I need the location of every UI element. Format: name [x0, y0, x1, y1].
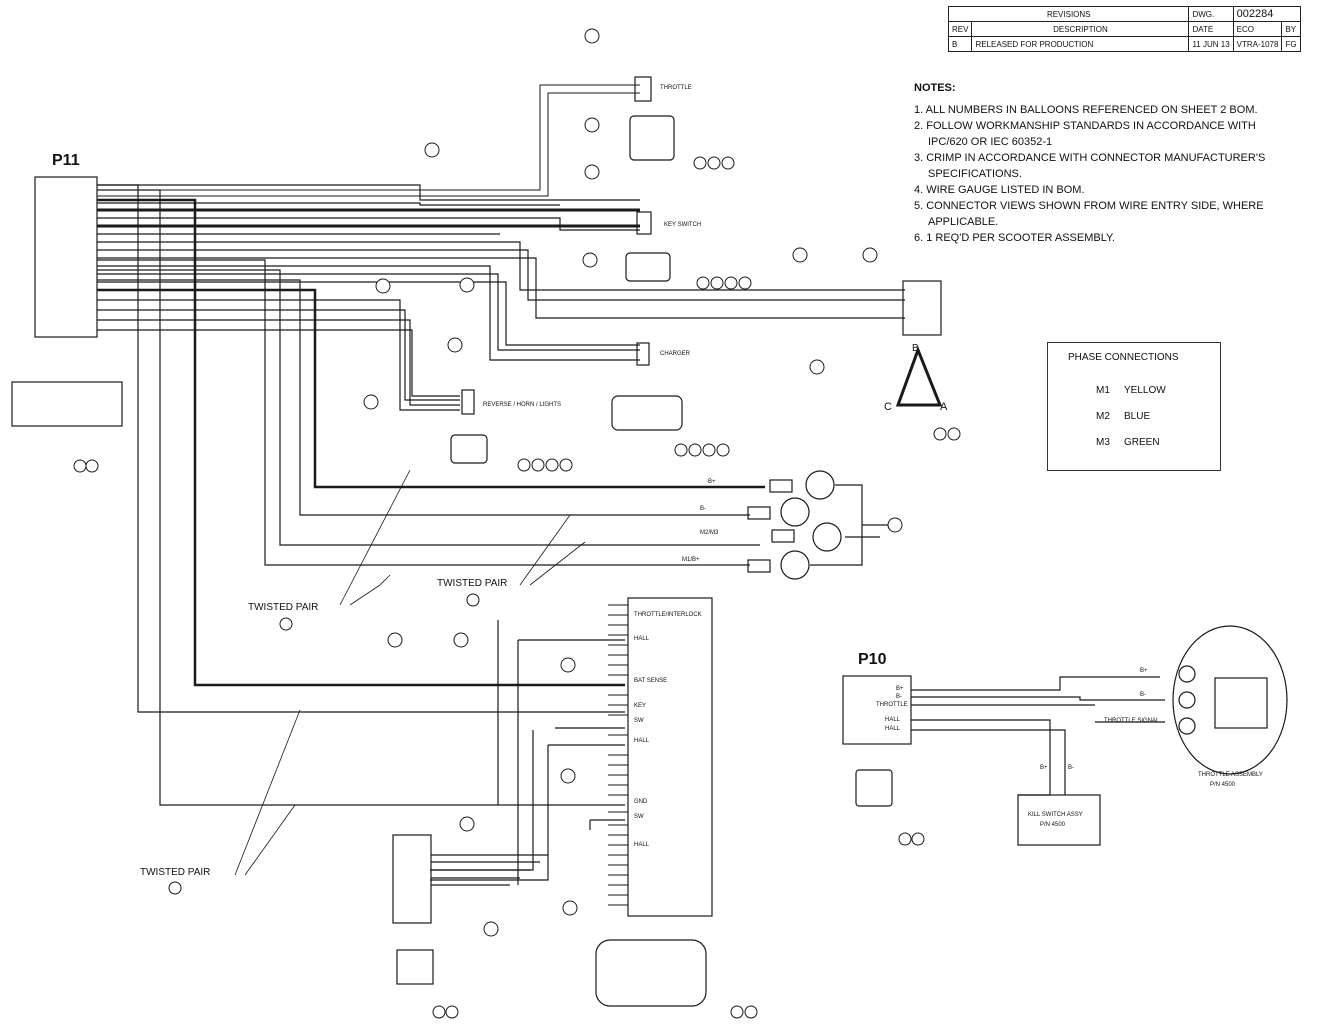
note-6: 6. 1 REQ'D PER SCOOTER ASSEMBLY.	[914, 232, 1115, 244]
motor-b: A	[940, 401, 948, 413]
twisted-pair-label-1: TWISTED PAIR	[248, 602, 319, 613]
note-2: 2. FOLLOW WORKMANSHIP STANDARDS IN ACCOR…	[914, 120, 1256, 132]
switch-sub: P/N 4500	[1040, 822, 1066, 828]
p10-title: P10	[858, 651, 887, 668]
phase-title: PHASE CONNECTIONS	[1068, 352, 1179, 363]
p10-pin-3: THROTTLE	[876, 702, 908, 708]
note-2b: IPC/620 OR IEC 60352-1	[928, 136, 1053, 148]
meter-label: THROTTLE ASSEMBLY	[1198, 772, 1263, 778]
twisted-pair-label-2: TWISTED PAIR	[437, 578, 508, 589]
ring-label-4: M1/B+	[682, 557, 700, 563]
motor-a: B	[912, 343, 919, 354]
notes-header: NOTES:	[914, 82, 956, 94]
ring-label-2: B-	[700, 506, 706, 512]
controller-connector	[627, 597, 713, 917]
ctl-pin-5: SW	[634, 718, 644, 724]
p10-lead-4: B+	[1040, 765, 1048, 771]
meter-sub: P/N 4500	[1210, 782, 1236, 788]
note-4: 4. WIRE GAUGE LISTED IN BOM.	[914, 184, 1085, 196]
key-switch-label: KEY SWITCH	[664, 222, 702, 228]
ctl-pin-9: HALL	[634, 842, 650, 848]
table-row: B RELEASED FOR PRODUCTION 11 JUN 13 VTRA…	[947, 36, 1301, 52]
note-3: 3. CRIMP IN ACCORDANCE WITH CONNECTOR MA…	[914, 152, 1266, 164]
note-3b: SPECIFICATIONS.	[928, 168, 1022, 180]
rev-header: REVISIONS	[947, 6, 1190, 22]
reverse-label: REVERSE / HORN / LIGHTS	[483, 402, 562, 408]
p11-title: P11	[52, 152, 80, 169]
note-5b: APPLICABLE.	[928, 216, 999, 228]
p10-lead-5: B-	[1068, 765, 1074, 771]
p11-face-view	[11, 381, 123, 427]
col-eco: ECO	[1232, 21, 1283, 37]
ring-label-1: B+	[708, 479, 716, 485]
ctl-pin-6: HALL	[634, 738, 650, 744]
note-5: 5. CONNECTOR VIEWS SHOWN FROM WIRE ENTRY…	[914, 200, 1264, 212]
ring-label-3: M2/M3	[700, 530, 719, 536]
p10-pin-2: B-	[896, 694, 902, 700]
p11-connector	[34, 176, 98, 338]
ctl-pin-2: HALL	[634, 636, 650, 642]
charger-label: CHARGER	[660, 351, 691, 357]
ctl-pin-7: GND	[634, 799, 648, 805]
dwg-no: 002284	[1232, 6, 1301, 22]
ctl-pin-8: SW	[634, 814, 644, 820]
motor-c: C	[884, 401, 892, 413]
switch-label: KILL SWITCH ASSY	[1028, 812, 1083, 818]
throttle-label: THROTTLE	[660, 85, 692, 91]
ctl-pin-4: KEY	[634, 703, 647, 709]
notes-block: NOTES: 1. ALL NUMBERS IN BALLOONS REFERE…	[914, 80, 1329, 246]
revision-table: REVISIONS DWG. 002284 REV DESCRIPTION DA…	[947, 6, 1301, 52]
p10-lead-3: THROTTLE SIGNAL	[1104, 718, 1160, 724]
col-desc: DESCRIPTION	[971, 21, 1190, 37]
col-date: DATE	[1188, 21, 1234, 37]
note-1: 1. ALL NUMBERS IN BALLOONS REFERENCED ON…	[914, 104, 1258, 116]
p10-lead-1: B+	[1140, 668, 1148, 674]
aux-connector	[392, 834, 432, 924]
p10-pin-1: B+	[896, 686, 904, 692]
p10-pin-5: HALL	[885, 726, 901, 732]
dwg-label: DWG.	[1188, 6, 1234, 22]
p10-connector	[842, 675, 912, 745]
ctl-pin-1: THROTTLE/INTERLOCK	[634, 612, 702, 618]
col-rev: REV	[947, 21, 973, 37]
tri-connector	[902, 280, 942, 336]
col-by: BY	[1281, 21, 1301, 37]
p10-pin-4: HALL	[885, 717, 901, 723]
twisted-pair-label-3: TWISTED PAIR	[140, 867, 211, 878]
p10-lead-2: B-	[1140, 692, 1146, 698]
ctl-pin-3: BAT SENSE	[634, 678, 668, 684]
